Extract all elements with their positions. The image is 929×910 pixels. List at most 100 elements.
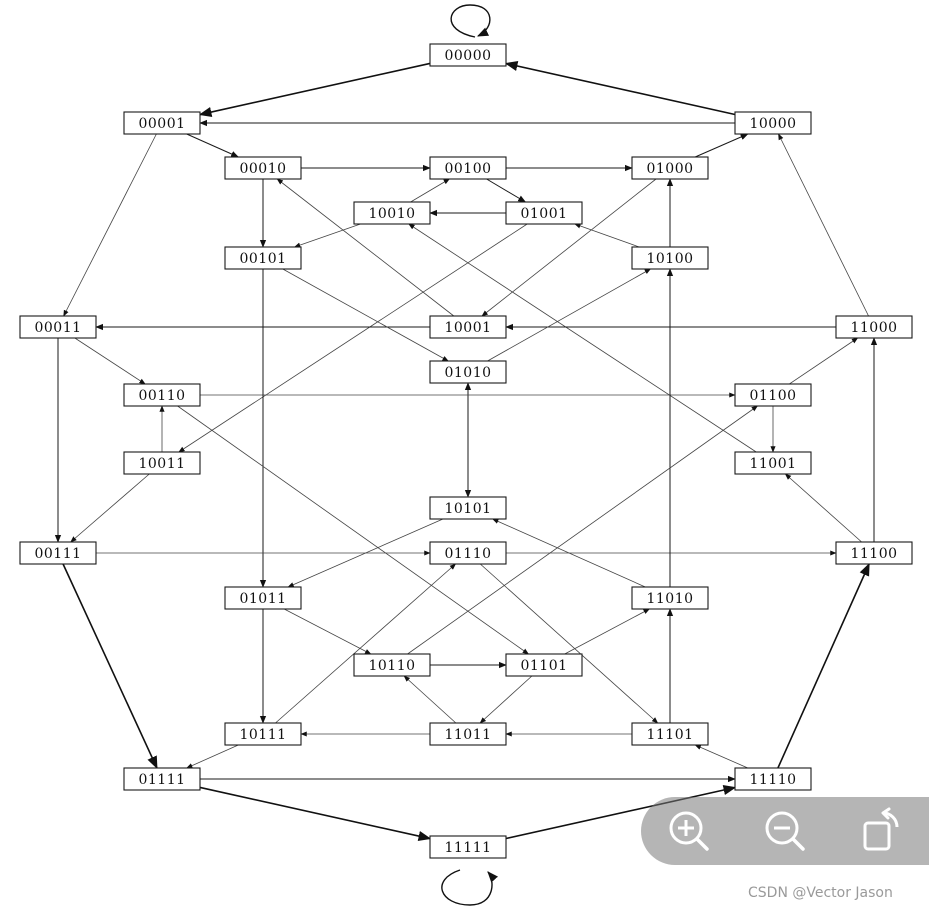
node-label: 01001 <box>520 206 567 222</box>
node-label: 10010 <box>368 206 415 222</box>
edge-10110-01100 <box>407 405 758 655</box>
node-label: 01000 <box>646 161 693 177</box>
node-label: 01111 <box>138 772 185 788</box>
edge-01000-10000 <box>694 133 749 158</box>
node-10100: 10100 <box>631 246 709 270</box>
node-label: 11111 <box>444 840 491 856</box>
node-box <box>123 111 201 135</box>
node-box <box>734 767 812 791</box>
zoom-in-button[interactable] <box>661 803 717 859</box>
edge-11110-11101 <box>694 744 748 769</box>
node-11001: 11001 <box>734 451 812 475</box>
node-label: 11110 <box>749 772 796 788</box>
node-box <box>734 451 812 475</box>
node-10111: 10111 <box>224 722 302 746</box>
edge-00001-00011 <box>63 133 157 317</box>
edge-01000-10001 <box>481 178 657 317</box>
node-01111: 01111 <box>123 767 201 791</box>
node-label: 10100 <box>646 251 693 267</box>
node-00011: 00011 <box>19 315 97 339</box>
node-label: 00111 <box>34 546 81 562</box>
node-01000: 01000 <box>631 156 709 180</box>
node-00110: 00110 <box>123 383 201 407</box>
node-box <box>429 541 507 565</box>
node-box <box>429 156 507 180</box>
node-11111: 11111 <box>429 835 507 859</box>
node-00111: 00111 <box>19 541 97 565</box>
node-box <box>123 451 201 475</box>
node-label: 11011 <box>444 727 491 743</box>
edge-11010-10101 <box>492 518 646 588</box>
zoom-out-button[interactable] <box>757 803 813 859</box>
node-box <box>429 360 507 384</box>
node-box <box>505 653 583 677</box>
node-10001: 10001 <box>429 315 507 339</box>
node-01101: 01101 <box>505 653 583 677</box>
node-10010: 10010 <box>353 201 431 225</box>
edge-10000-00000 <box>504 60 736 116</box>
node-label: 00010 <box>239 161 286 177</box>
node-box <box>505 201 583 225</box>
node-box <box>734 383 812 407</box>
node-box <box>353 653 431 677</box>
edge-10001-00010 <box>276 178 455 317</box>
edge-00110-01101 <box>177 405 529 655</box>
edge-00100-01001 <box>486 178 527 203</box>
node-00100: 00100 <box>429 156 507 180</box>
edge-11100-11001 <box>784 473 862 543</box>
node-label: 10101 <box>444 501 491 517</box>
node-11110: 11110 <box>734 767 812 791</box>
node-10110: 10110 <box>353 653 431 677</box>
node-01110: 01110 <box>429 541 507 565</box>
node-label: 10001 <box>444 320 491 336</box>
edges <box>54 60 878 842</box>
node-label: 00001 <box>138 116 185 132</box>
node-box <box>224 722 302 746</box>
edge-01100-11000 <box>789 337 859 385</box>
edge-11110-11100 <box>777 562 870 769</box>
node-label: 00101 <box>239 251 286 267</box>
edge-11000-10000 <box>778 133 869 317</box>
node-label: 11010 <box>646 591 693 607</box>
self-loops <box>441 4 499 906</box>
node-01011: 01011 <box>224 586 302 610</box>
zoom-out-icon <box>765 811 805 851</box>
node-box <box>224 156 302 180</box>
edge-01101-11010 <box>564 608 650 655</box>
node-label: 01010 <box>444 365 491 381</box>
node-10000: 10000 <box>734 111 812 135</box>
node-label: 11101 <box>646 727 693 743</box>
node-00101: 00101 <box>224 246 302 270</box>
node-label: 00110 <box>138 388 185 404</box>
edge-10111-01111 <box>186 744 239 769</box>
node-label: 10000 <box>749 116 796 132</box>
rotate-button[interactable] <box>853 803 909 859</box>
node-box <box>429 835 507 859</box>
node-10101: 10101 <box>429 496 507 520</box>
edge-00001-00010 <box>186 133 240 158</box>
node-box <box>429 496 507 520</box>
edge-11011-10110 <box>403 675 457 724</box>
node-01100: 01100 <box>734 383 812 407</box>
edge-01111-11111 <box>199 786 432 842</box>
edge-00011-00110 <box>74 337 146 385</box>
edge-01101-11011 <box>479 675 533 724</box>
node-label: 10110 <box>368 658 415 674</box>
node-00001: 00001 <box>123 111 201 135</box>
node-10011: 10011 <box>123 451 201 475</box>
node-label: 10111 <box>239 727 286 743</box>
edge-01001-10011 <box>178 223 528 453</box>
node-box <box>19 541 97 565</box>
edge-10010-00100 <box>410 178 450 203</box>
node-label: 11000 <box>850 320 897 336</box>
node-box <box>631 246 709 270</box>
node-label: 00011 <box>34 320 81 336</box>
node-label: 11001 <box>749 456 796 472</box>
node-box <box>631 722 709 746</box>
node-11000: 11000 <box>835 315 913 339</box>
node-01010: 01010 <box>429 360 507 384</box>
node-label: 01011 <box>239 591 286 607</box>
node-box <box>224 246 302 270</box>
